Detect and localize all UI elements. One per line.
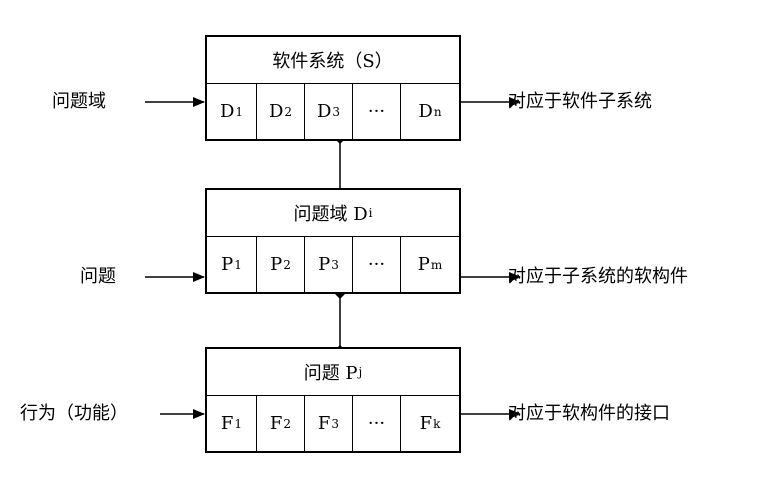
cell-main: P	[318, 254, 331, 275]
cell-sub: 2	[283, 257, 291, 272]
cell-sub: 3	[331, 416, 340, 431]
cell-sub: 3	[331, 257, 339, 272]
cell-main: P	[417, 254, 430, 275]
cell-sub: k	[433, 416, 441, 431]
cell-main: D	[418, 101, 433, 122]
cell-main: ···	[367, 254, 386, 275]
cell-sub: 1	[235, 104, 244, 119]
ellipsis-cell: ···	[353, 84, 401, 139]
cell-sub: m	[430, 257, 443, 272]
cell-sub: 1	[234, 416, 243, 431]
function-cell: F 2	[257, 396, 305, 451]
cell-main: D	[268, 101, 284, 122]
function-cell: F k	[401, 396, 459, 451]
input-label-behavior: 行为（功能）	[20, 403, 128, 424]
cell-main: F	[317, 413, 331, 434]
cell-main: F	[220, 413, 234, 434]
ellipsis-cell: ···	[353, 396, 401, 451]
block-title-text: 问题 P	[303, 363, 358, 384]
cell-sub: 1	[234, 257, 242, 272]
cell-main: F	[419, 413, 433, 434]
cell-main: ···	[367, 101, 386, 122]
cell-main: P	[270, 254, 283, 275]
output-label-subsystem: 对应于软件子系统	[508, 91, 652, 112]
cell-main: F	[269, 413, 283, 434]
ellipsis-cell: ···	[353, 237, 401, 292]
cell-main: D	[219, 101, 235, 122]
cell-main: P	[221, 254, 234, 275]
problem-cell: P m	[401, 237, 459, 292]
cell-sub: 2	[284, 104, 293, 119]
cell-sub: 3	[332, 104, 341, 119]
output-label-component: 对应于子系统的软构件	[508, 266, 688, 287]
problem-cell: P 2	[257, 237, 305, 292]
block-title-text: 问题域 D	[293, 204, 368, 225]
input-label-problem: 问题	[80, 266, 116, 287]
cell-sub: 2	[283, 416, 292, 431]
cell-main: ···	[367, 413, 386, 434]
software-system-title: 软件系统（S）	[207, 37, 459, 84]
cell-sub: n	[433, 104, 442, 119]
output-label-interface: 对应于软构件的接口	[508, 403, 670, 424]
block-title-sub: j	[358, 365, 363, 379]
cell-main: D	[316, 101, 332, 122]
block-title-sub: i	[368, 206, 373, 220]
input-label-domain: 问题域	[52, 91, 106, 112]
block-title-text: 软件系统（S）	[272, 51, 393, 72]
